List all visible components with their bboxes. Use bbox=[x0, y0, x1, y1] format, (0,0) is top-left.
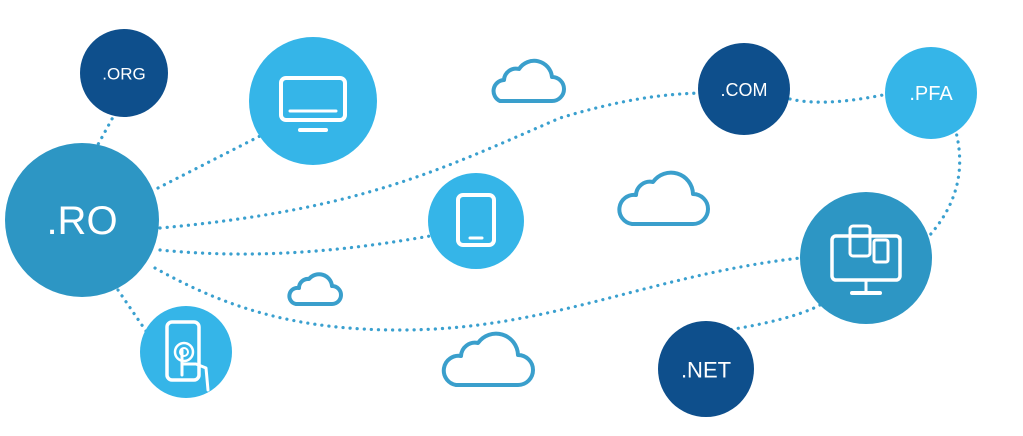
link-ro-phone bbox=[116, 288, 150, 336]
link-ro-org bbox=[93, 106, 120, 152]
link-pfa-multi bbox=[928, 126, 962, 237]
link-ro-com bbox=[158, 91, 704, 230]
node-multi-device bbox=[800, 192, 932, 324]
clouds bbox=[287, 58, 710, 387]
node-pfa: .PFA bbox=[885, 47, 977, 139]
node-ro-label: .RO bbox=[46, 199, 117, 243]
multi-device-icon bbox=[830, 224, 902, 295]
node-net-label: .NET bbox=[681, 358, 731, 383]
node-org: .ORG bbox=[80, 29, 168, 117]
node-org-circle bbox=[80, 29, 168, 117]
touch-phone-icon bbox=[165, 320, 210, 392]
node-pfa-label: .PFA bbox=[909, 83, 953, 105]
node-com-circle bbox=[698, 43, 790, 135]
node-monitor-circle bbox=[249, 37, 377, 165]
connector-links bbox=[93, 91, 962, 336]
node-com-label: .COM bbox=[721, 80, 768, 100]
node-net-circle bbox=[658, 321, 754, 417]
cloud-icon bbox=[617, 170, 710, 226]
link-multi-net bbox=[726, 303, 822, 332]
node-monitor bbox=[249, 37, 377, 165]
link-com-pfa bbox=[788, 92, 890, 104]
node-multi-device-circle bbox=[800, 192, 932, 324]
node-touch-phone bbox=[140, 306, 232, 398]
node-net: .NET bbox=[658, 321, 754, 417]
node-ro-circle bbox=[5, 143, 159, 297]
node-pfa-circle bbox=[885, 47, 977, 139]
link-ro-multi bbox=[153, 256, 802, 332]
node-tablet bbox=[428, 173, 524, 269]
cloud-icon bbox=[287, 272, 343, 306]
node-touch-phone-circle bbox=[140, 306, 232, 398]
node-com: .COM bbox=[698, 43, 790, 135]
node-org-label: .ORG bbox=[102, 65, 145, 84]
node-tablet-circle bbox=[428, 173, 524, 269]
monitor-icon bbox=[279, 76, 347, 132]
cloud-icon bbox=[491, 58, 566, 103]
node-ro: .RO bbox=[5, 143, 159, 297]
link-ro-tablet bbox=[158, 234, 432, 256]
cloud-icon bbox=[441, 331, 535, 387]
link-ro-monitor bbox=[156, 133, 264, 190]
tablet-icon bbox=[456, 193, 496, 247]
